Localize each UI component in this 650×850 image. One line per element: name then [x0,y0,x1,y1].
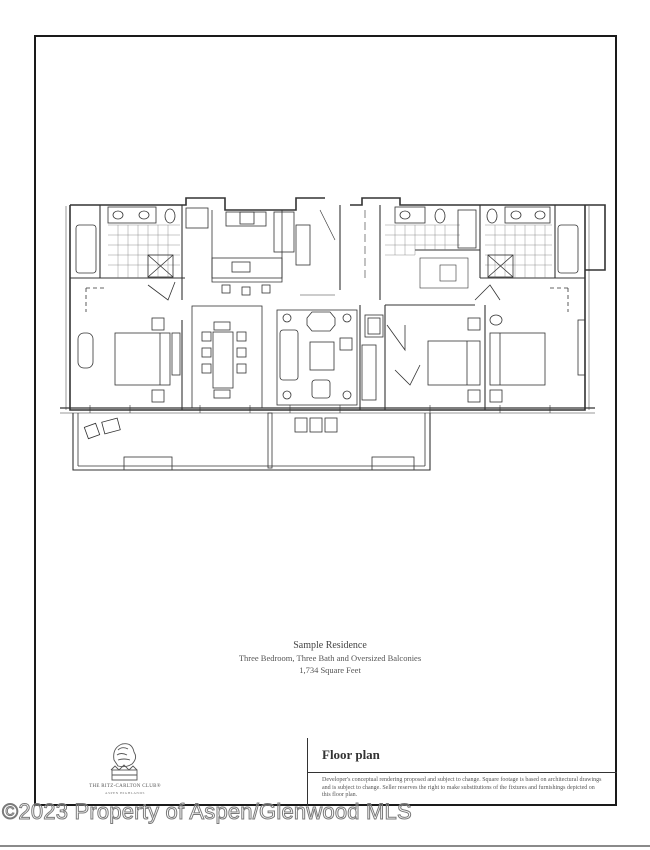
brand-location: ASPEN HIGHLANDS [105,791,145,795]
floor-plan-sheet [34,35,617,806]
window-markers [89,405,551,413]
exterior-walls [69,197,606,411]
right-bedroom [427,284,586,403]
residence-subtitle: Three Bedroom, Three Bath and Oversized … [238,653,422,663]
copyright-watermark: ©2023 Property of Aspen/Glenwood MLS [2,799,413,825]
footer-rule [0,845,650,847]
left-bedroom [77,281,181,403]
left-bathroom [108,224,180,278]
residence-title: Sample Residence [293,640,367,651]
right-bathroom-b [485,224,552,278]
vanities [107,206,551,224]
brand-name: THE RITZ-CARLTON CLUB® [89,784,161,789]
utility-closets [361,314,421,401]
interior-walls [70,205,585,410]
residence-area: 1,734 Square Feet [299,665,361,675]
balcony [60,407,595,471]
corridor [300,209,469,296]
lion-crown-logo-icon [110,743,138,781]
floor-plan-heading: Floor plan [322,747,380,762]
kitchen [185,207,311,296]
bathtubs [75,209,579,278]
title-block-rule [307,772,617,773]
dining-area [191,305,263,409]
living-room [276,309,358,433]
disclaimer-text: Developer's conceptual rendering propose… [322,777,602,798]
right-bathroom-a [385,224,460,256]
